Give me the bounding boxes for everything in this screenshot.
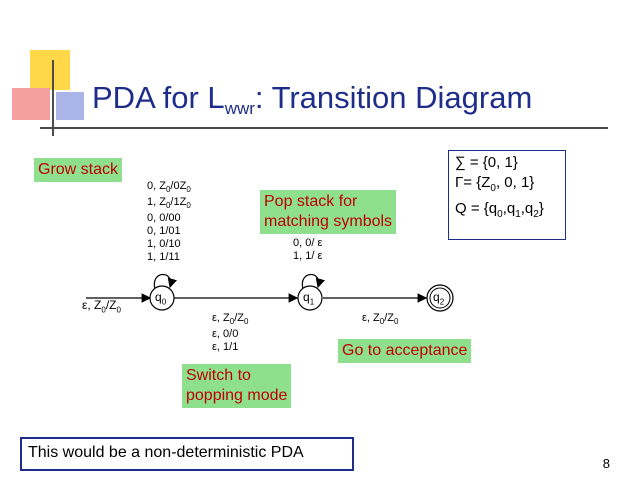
q-definition: Q = {q0,q1,q2} <box>455 200 544 220</box>
q1-q2-label: ε, Z0/Z0 <box>362 312 399 327</box>
state-q1-label: q1 <box>303 290 315 307</box>
state-q2-outer <box>426 284 454 312</box>
gamma-definition: Γ= {Z0, 0, 1} <box>455 174 535 194</box>
decor-blue-square <box>56 92 84 120</box>
decor-yellow-square <box>30 50 70 90</box>
title-rule <box>40 127 608 129</box>
sigma-definition: ∑ = {0, 1} <box>455 154 518 171</box>
definitions-box: ∑ = {0, 1} Γ= {Z0, 0, 1} Q = {q0,q1,q2} <box>448 150 566 240</box>
callout-grow-stack: Grow stack <box>34 158 123 182</box>
state-q2-label: q2 <box>433 290 445 307</box>
state-q2-inner <box>429 287 451 309</box>
callout-go-acceptance: Go to acceptance <box>338 339 472 363</box>
state-q1 <box>297 285 323 311</box>
nondeterministic-note: This would be a non-deterministic PDA <box>20 437 354 471</box>
decor-red-square <box>12 88 50 120</box>
slide-title: PDA for Lwwr: Transition Diagram <box>92 80 533 118</box>
decor-vertical-line <box>52 60 54 136</box>
start-transition-label: ε, Z0/Z0 <box>82 298 121 315</box>
loop-q1 <box>301 273 325 290</box>
state-q0 <box>149 285 175 311</box>
state-q0-label: q0 <box>155 290 167 307</box>
page-number: 8 <box>602 456 610 471</box>
loop-q0 <box>153 273 177 290</box>
